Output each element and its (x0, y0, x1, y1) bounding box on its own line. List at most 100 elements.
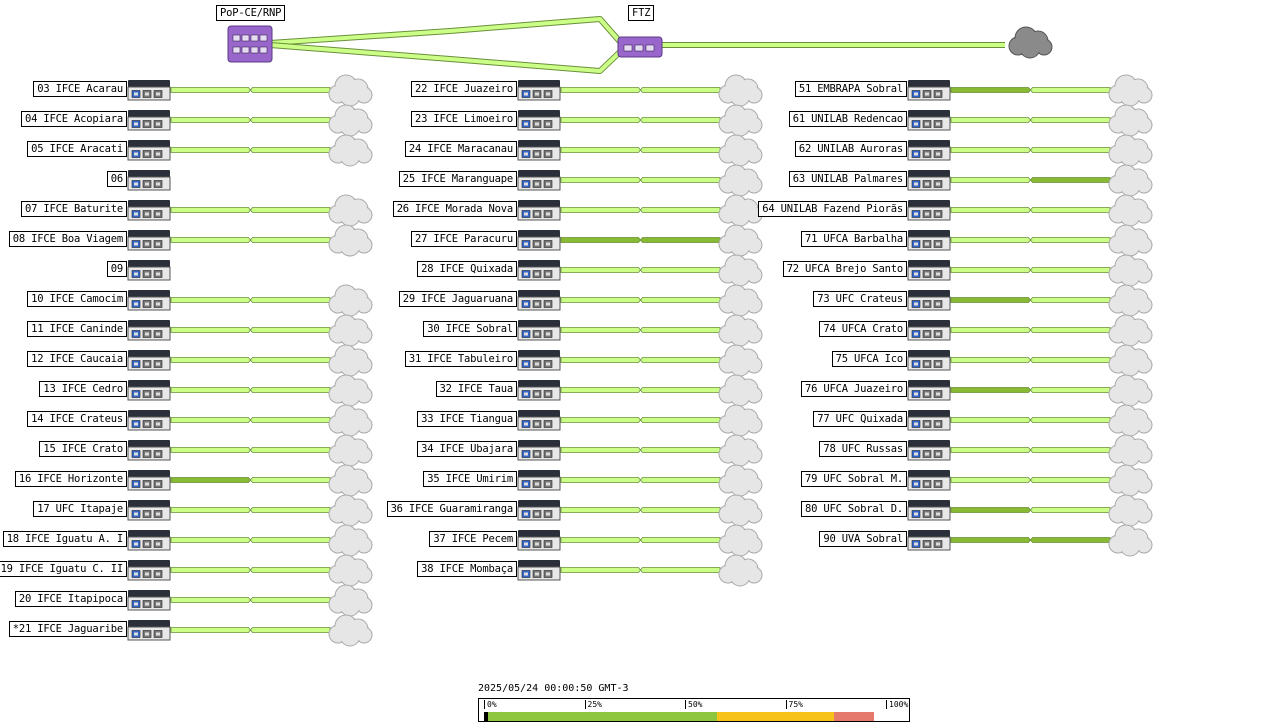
site-link[interactable] (560, 477, 721, 483)
switch-icon[interactable] (517, 500, 561, 521)
site-link[interactable] (950, 507, 1111, 513)
site-label[interactable]: 76 UFCA Juazeiro (801, 381, 907, 397)
site-label[interactable]: 23 IFCE Limoeiro (411, 111, 517, 127)
switch-icon[interactable] (127, 320, 171, 341)
switch-icon[interactable] (127, 140, 171, 161)
switch-icon[interactable] (907, 350, 951, 371)
site-label[interactable]: 29 IFCE Jaguaruana (398, 291, 517, 307)
switch-icon[interactable] (127, 380, 171, 401)
site-label[interactable]: 71 UFCA Barbalha (801, 231, 907, 247)
site-label[interactable]: 73 UFC Crateus (813, 291, 907, 307)
switch-icon[interactable] (517, 80, 561, 101)
site-link[interactable] (950, 117, 1111, 123)
site-label[interactable]: 35 IFCE Umirim (423, 471, 517, 487)
site-label[interactable]: 79 UFC Sobral M. (801, 471, 907, 487)
site-link[interactable] (170, 477, 331, 483)
site-link[interactable] (170, 327, 331, 333)
switch-icon[interactable] (907, 140, 951, 161)
site-link[interactable] (170, 357, 331, 363)
site-link[interactable] (950, 177, 1111, 183)
site-link[interactable] (170, 117, 331, 123)
switch-icon[interactable] (907, 110, 951, 131)
switch-icon[interactable] (517, 440, 561, 461)
site-link[interactable] (170, 237, 331, 243)
site-label[interactable]: 75 UFCA Ico (831, 351, 907, 367)
switch-icon[interactable] (517, 230, 561, 251)
site-link[interactable] (560, 207, 721, 213)
site-link[interactable] (170, 597, 331, 603)
site-label[interactable]: 19 IFCE Iguatu C. II (0, 561, 127, 577)
site-link[interactable] (950, 387, 1111, 393)
site-label[interactable]: 12 IFCE Caucaia (27, 351, 127, 367)
site-label[interactable]: 27 IFCE Paracuru (411, 231, 517, 247)
site-label[interactable]: 25 IFCE Maranguape (398, 171, 517, 187)
site-label[interactable]: 78 UFC Russas (819, 441, 907, 457)
site-label[interactable]: 74 UFCA Crato (819, 321, 907, 337)
switch-icon[interactable] (127, 470, 171, 491)
site-link[interactable] (950, 327, 1111, 333)
site-label[interactable]: 64 UNILAB Fazend Piorãs (758, 201, 907, 217)
site-link[interactable] (170, 417, 331, 423)
site-label[interactable]: 28 IFCE Quixada (417, 261, 517, 277)
switch-icon[interactable] (517, 410, 561, 431)
switch-icon[interactable] (127, 440, 171, 461)
ftz-router-icon[interactable] (617, 36, 663, 58)
switch-icon[interactable] (907, 260, 951, 281)
switch-icon[interactable] (907, 530, 951, 551)
switch-icon[interactable] (517, 530, 561, 551)
site-label[interactable]: 72 UFCA Brejo Santo (782, 261, 907, 277)
site-label[interactable]: 06 (106, 171, 127, 187)
site-label[interactable]: 61 UNILAB Redencao (788, 111, 907, 127)
switch-icon[interactable] (517, 290, 561, 311)
site-link[interactable] (560, 117, 721, 123)
site-label[interactable]: 09 (106, 261, 127, 277)
site-link[interactable] (170, 87, 331, 93)
site-label[interactable]: 30 IFCE Sobral (423, 321, 517, 337)
site-link[interactable] (560, 267, 721, 273)
site-link[interactable] (170, 567, 331, 573)
site-link[interactable] (170, 147, 331, 153)
site-link[interactable] (170, 447, 331, 453)
site-link[interactable] (560, 237, 721, 243)
switch-icon[interactable] (127, 410, 171, 431)
switch-icon[interactable] (907, 80, 951, 101)
site-link[interactable] (170, 537, 331, 543)
switch-icon[interactable] (907, 470, 951, 491)
switch-icon[interactable] (517, 110, 561, 131)
site-label[interactable]: 11 IFCE Caninde (27, 321, 127, 337)
site-label[interactable]: 22 IFCE Juazeiro (411, 81, 517, 97)
site-label[interactable]: 15 IFCE Crato (39, 441, 127, 457)
site-label[interactable]: 17 UFC Itapaje (33, 501, 127, 517)
site-label[interactable]: 08 IFCE Boa Viagem (8, 231, 127, 247)
switch-icon[interactable] (517, 380, 561, 401)
switch-icon[interactable] (517, 200, 561, 221)
site-label[interactable]: 34 IFCE Ubajara (417, 441, 517, 457)
site-link[interactable] (950, 207, 1111, 213)
site-label[interactable]: 10 IFCE Camocim (27, 291, 127, 307)
switch-icon[interactable] (517, 170, 561, 191)
site-link[interactable] (560, 297, 721, 303)
site-label[interactable]: 05 IFCE Aracati (27, 141, 127, 157)
pop-label[interactable]: PoP-CE/RNP (216, 5, 286, 21)
site-link[interactable] (950, 357, 1111, 363)
site-link[interactable] (560, 447, 721, 453)
site-label[interactable]: 33 IFCE Tiangua (417, 411, 517, 427)
switch-icon[interactable] (907, 380, 951, 401)
switch-icon[interactable] (907, 410, 951, 431)
site-link[interactable] (560, 537, 721, 543)
site-link[interactable] (560, 177, 721, 183)
switch-icon[interactable] (907, 320, 951, 341)
site-label[interactable]: 24 IFCE Maracanau (404, 141, 517, 157)
switch-icon[interactable] (127, 290, 171, 311)
site-link[interactable] (560, 387, 721, 393)
switch-icon[interactable] (127, 200, 171, 221)
site-label[interactable]: 90 UVA Sobral (819, 531, 907, 547)
site-link[interactable] (560, 567, 721, 573)
switch-icon[interactable] (127, 620, 171, 641)
site-link[interactable] (950, 447, 1111, 453)
switch-icon[interactable] (907, 200, 951, 221)
site-label[interactable]: 63 UNILAB Palmares (788, 171, 907, 187)
site-link[interactable] (560, 417, 721, 423)
switch-icon[interactable] (517, 140, 561, 161)
switch-icon[interactable] (517, 260, 561, 281)
